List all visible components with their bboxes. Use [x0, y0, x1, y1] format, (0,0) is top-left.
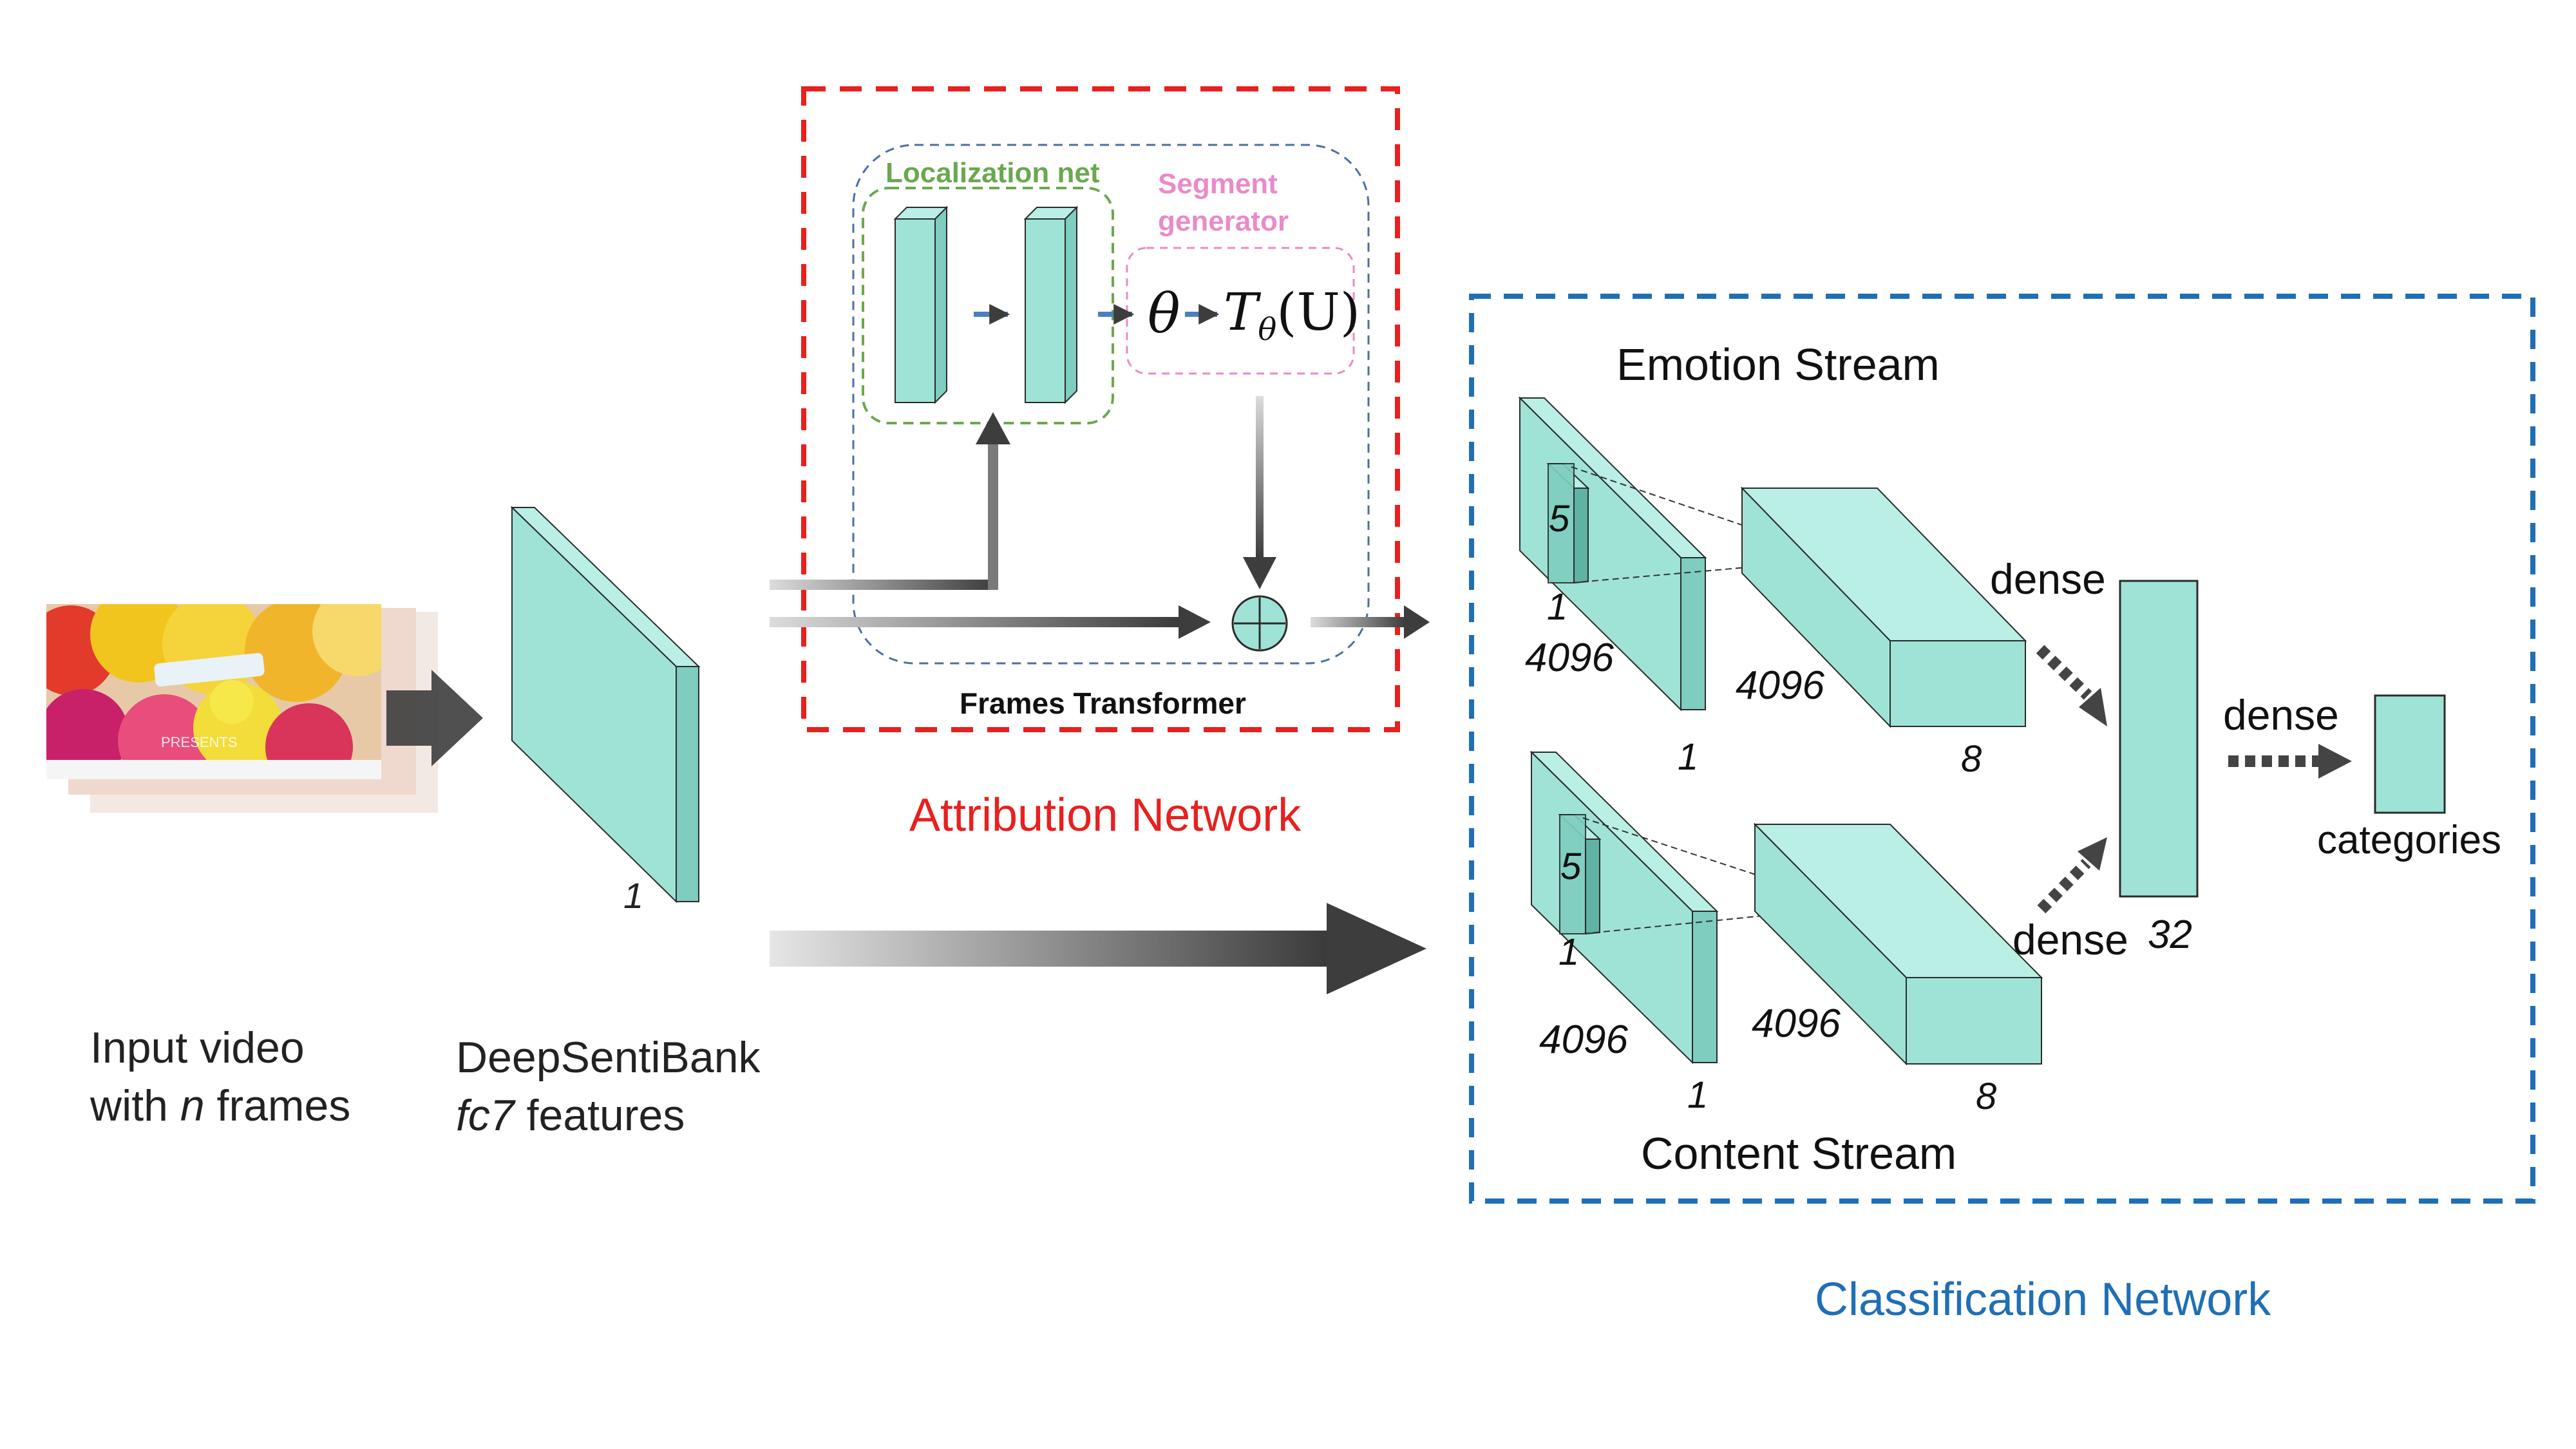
emotion-output-layer [1740, 486, 2027, 728]
arrow-features-to-localization-vertical [988, 441, 998, 590]
content-input-dim-label: 4096 [1539, 1018, 1628, 1062]
content-dense-label: dense [2012, 916, 2128, 963]
input-video-label-line2: with n frames [90, 1081, 350, 1130]
content-stream-label: Content Stream [1641, 1128, 1956, 1179]
content-kernel-projection-2 [1582, 906, 1854, 934]
transform-formula: Tθ(U) [1224, 282, 1360, 348]
arrow-features-to-classification-shaft [770, 931, 1330, 967]
emotion-kernel-projection-2 [1571, 558, 1842, 583]
emotion-dense-arrow [2036, 645, 2092, 700]
content-dense-arrow-head [2078, 837, 2107, 871]
arrow-segment-to-combine-head [1243, 557, 1276, 589]
final-dense-label: dense [2223, 691, 2339, 739]
localization-layer-1 [893, 205, 949, 404]
content-output-dim-label: 4096 [1752, 1001, 1841, 1046]
fc7-features-label: fc7 features [456, 1091, 685, 1140]
content-input-width-label: 1 [1687, 1074, 1708, 1116]
classification-network-box [1469, 294, 2535, 1204]
combine-circle-plus [1231, 595, 1288, 652]
input-video-label: Input video [90, 1023, 305, 1072]
emotion-output-dim-label: 4096 [1736, 663, 1824, 708]
arrow-features-to-localization-head [976, 412, 1010, 444]
arrow-segment-to-combine-shaft [1256, 396, 1264, 560]
emotion-kernel-width-label: 1 [1547, 586, 1567, 628]
input-video-label-line1: Input video [90, 1023, 305, 1072]
emotion-stream-label: Emotion Stream [1616, 339, 1940, 390]
attribution-network-box [801, 86, 1400, 732]
fc7-feature-layer [510, 506, 701, 904]
content-output-layer [1753, 822, 2043, 1066]
content-output-width-label: 8 [1976, 1075, 1996, 1117]
content-kernel-label: 5 [1560, 846, 1582, 887]
merge-dim-label: 32 [2148, 913, 2192, 957]
emotion-output-width-label: 8 [1961, 738, 1982, 780]
photo-banner-text: PRESENTS [161, 734, 238, 750]
emotion-dense-arrow-head [2079, 688, 2107, 726]
arrow-features-to-localization-horizontal [770, 580, 998, 590]
video-frame-front: PRESENTS [46, 604, 381, 779]
emotion-input-width-label: 1 [1678, 736, 1698, 778]
attribution-network-title: Attribution Network [909, 790, 1302, 841]
frames-transformer-box [852, 144, 1370, 665]
input-video-frames: PRESENTS [46, 604, 438, 813]
segment-generator-label-1: Segment [1158, 168, 1278, 200]
emotion-kernel [1546, 463, 1590, 584]
arrow-combine-to-classification-head [1404, 605, 1430, 639]
localization-net-label: Localization net [886, 157, 1100, 189]
arrow-combine-to-classification-shaft [1311, 617, 1407, 627]
categories-output-layer [2374, 694, 2446, 814]
theta-symbol: θ [1148, 282, 1180, 345]
localization-layer-2 [1023, 205, 1079, 404]
classification-network-title: Classification Network [1815, 1274, 2271, 1325]
arrow-input-to-features [386, 670, 483, 766]
arrow-features-to-classification-head [1327, 903, 1426, 994]
segment-generator-label-2: generator [1158, 205, 1289, 237]
final-dense-arrow-head [2318, 744, 2352, 779]
categories-label: categories [2317, 818, 2501, 862]
content-dense-arrow [2037, 858, 2091, 914]
emotion-kernel-label: 5 [1549, 498, 1570, 540]
arrow-features-to-combine-head [1179, 605, 1211, 639]
arrow-features-to-combine-shaft [770, 617, 1182, 627]
fc7-dim-label: 1 [623, 875, 643, 916]
merge-layer [2119, 580, 2199, 898]
emotion-dense-label: dense [1990, 555, 2106, 603]
frames-transformer-label: Frames Transformer [960, 687, 1246, 720]
emotion-input-dim-label: 4096 [1525, 636, 1614, 680]
deepsentibank-label: DeepSentiBank [456, 1033, 761, 1082]
content-kernel-width-label: 1 [1558, 931, 1579, 973]
content-kernel [1558, 814, 1602, 935]
